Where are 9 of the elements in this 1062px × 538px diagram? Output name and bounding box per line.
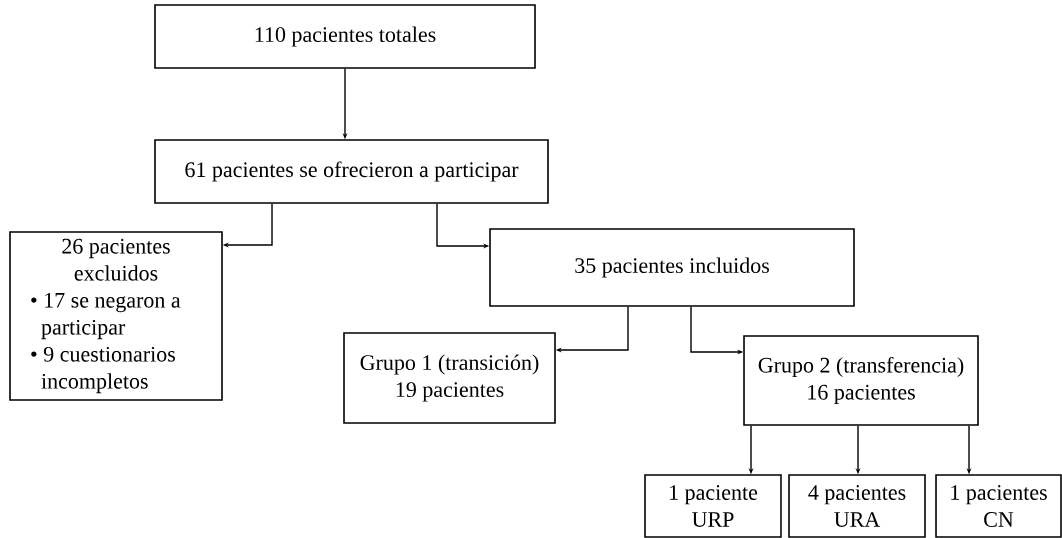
process-box: Grupo 1 (transición) 19 pacientes	[343, 332, 556, 424]
process-box: Grupo 2 (transferencia) 16 pacientes	[743, 335, 979, 426]
process-box: 61 pacientes se ofrecieron a participar	[154, 139, 549, 204]
process-box: 1 pacientes CN	[935, 474, 1062, 538]
process-box: 26 pacientes excluidos • 17 se negaron a participar • 9 cuestionarios incompletos	[9, 231, 223, 401]
process-box: 1 paciente URP	[644, 474, 782, 538]
process-box: 35 pacientes incluidos	[489, 228, 855, 307]
process-box: 4 pacientes URA	[788, 474, 926, 538]
process-box: 110 pacientes totales	[154, 4, 536, 69]
